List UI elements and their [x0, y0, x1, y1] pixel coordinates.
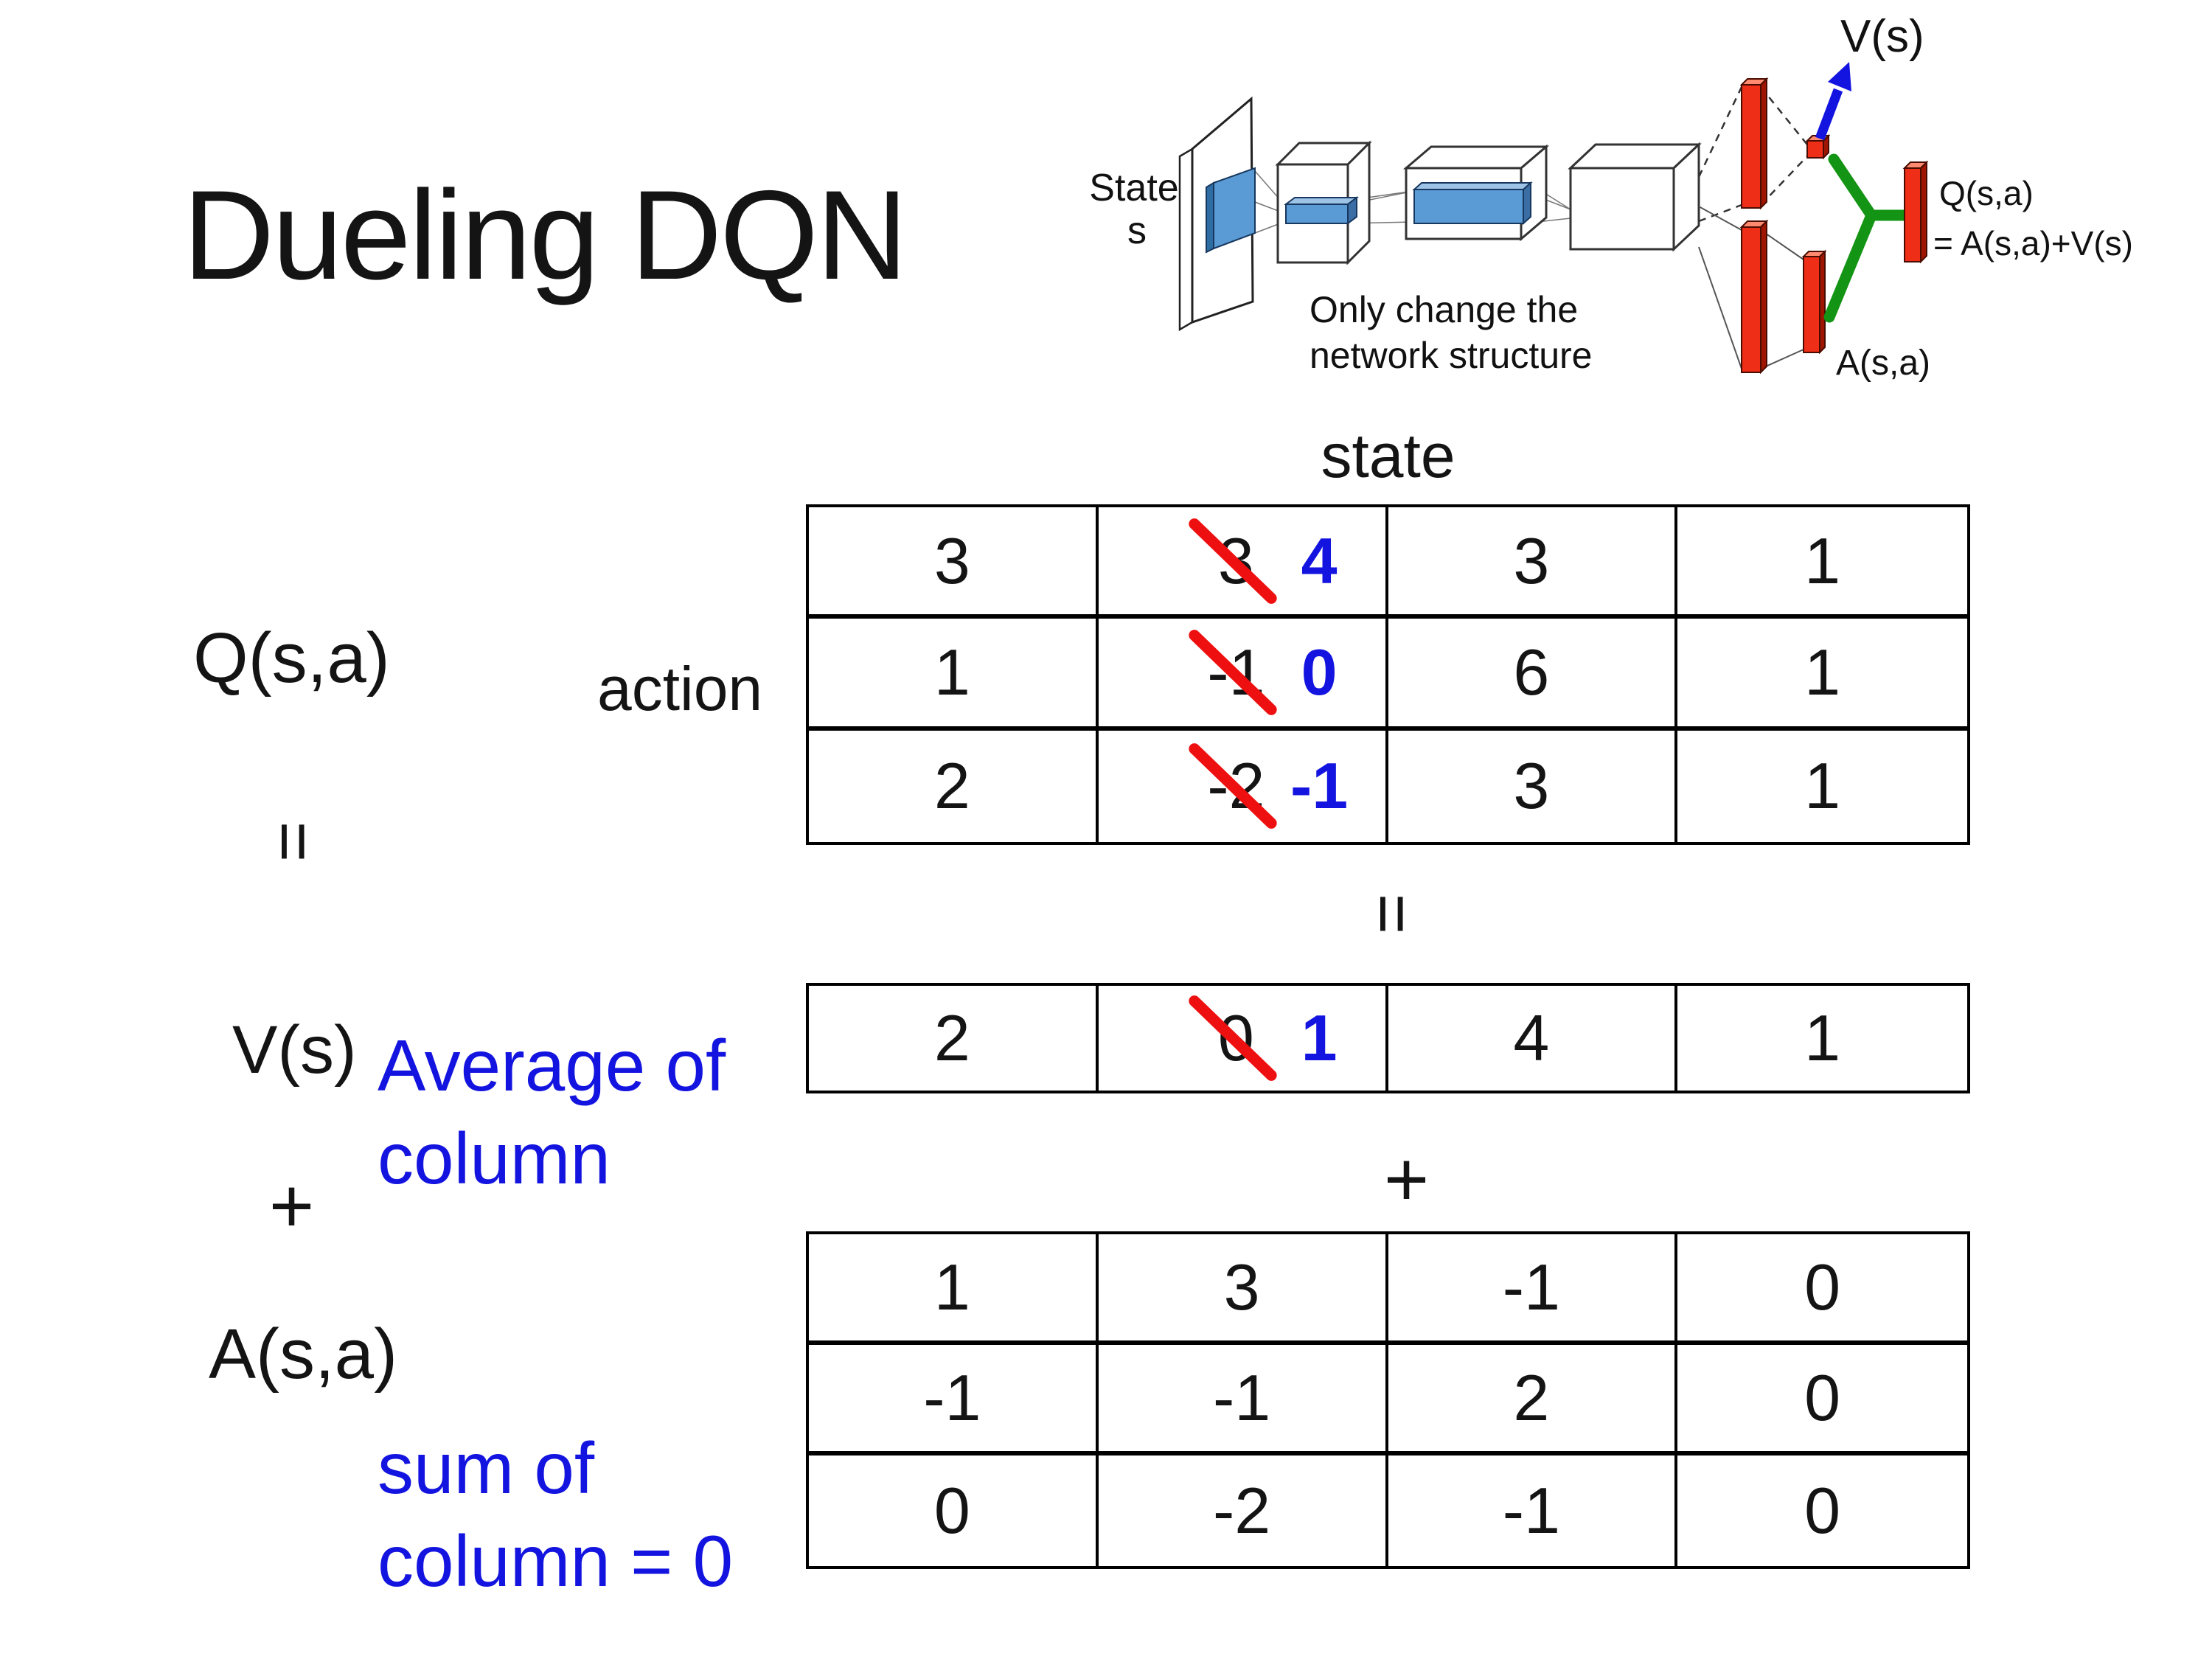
cell-value: 1 — [1804, 635, 1841, 709]
fc-bar-value — [1739, 77, 1769, 210]
a-cell: 3 — [1098, 1234, 1388, 1345]
v-cell: 4 — [1388, 986, 1678, 1091]
cell-value: 0 — [933, 1474, 970, 1547]
v-cell: 1 — [1677, 986, 1967, 1091]
diagram-note-line1: Only change the — [1310, 289, 1578, 330]
cell-value: 1 — [1804, 749, 1841, 823]
a-cell: 0 — [1677, 1455, 1967, 1566]
a-cell: 2 — [1388, 1345, 1678, 1455]
advantage-stream-lines — [1698, 206, 1804, 369]
q-cell: 3 — [1388, 730, 1678, 842]
conv-patch-icon — [1206, 167, 1256, 254]
cell-value: 0 — [1804, 1251, 1841, 1324]
v-cell-corrected: 0 1 — [1099, 986, 1388, 1091]
cell-value: 2 — [933, 749, 970, 823]
feature-bar-2 — [1412, 181, 1533, 226]
a-matrix-label: A(s,a) — [209, 1315, 398, 1394]
average-note-line2: column — [378, 1118, 611, 1200]
q-matrix-label: Q(s,a) — [193, 619, 390, 698]
v-table: 2 0 1 4 1 — [806, 983, 1970, 1093]
v-matrix-label: V(s) — [232, 1012, 357, 1088]
combine-branch — [1823, 153, 1913, 323]
q-cell-corrected: 3 4 — [1098, 507, 1388, 619]
cell-value: -1 — [1213, 1361, 1271, 1434]
cell-value: 0 — [1804, 1361, 1841, 1434]
diagram-a-label: A(s,a) — [1836, 344, 1930, 383]
v-cell: 2 — [809, 986, 1099, 1091]
sum-note-line1: sum of — [378, 1427, 595, 1509]
new-value: -1 — [1290, 749, 1349, 823]
advantage-node-bar — [1801, 249, 1827, 355]
sum-note-line2: column = 0 — [378, 1520, 734, 1602]
cell-value: -1 — [1502, 1251, 1560, 1324]
cell-value: 1 — [933, 635, 970, 709]
q-cell: 2 — [809, 730, 1099, 842]
cell-value: 0 — [1804, 1474, 1841, 1547]
fc-bar-advantage — [1739, 219, 1769, 375]
equals-left-symbol: = — [254, 821, 333, 862]
q-cell: 1 — [1677, 619, 1967, 731]
a-cell: -2 — [1099, 1455, 1388, 1566]
diagram-q-label: Q(s,a) — [1939, 174, 2034, 212]
a-cell: 1 — [809, 1234, 1099, 1345]
average-note-line1: Average of — [378, 1025, 726, 1106]
state-input-sublabel: s — [1127, 209, 1147, 252]
diagram-q-formula: = A(s,a)+V(s) — [1933, 224, 2133, 262]
a-cell: -1 — [1388, 1455, 1678, 1566]
plus-mid-symbol: + — [1383, 1136, 1430, 1222]
value-stream-lines — [1697, 86, 1808, 223]
cell-value: 1 — [1804, 1001, 1841, 1074]
cell-value: -1 — [923, 1361, 981, 1434]
cell-value: 6 — [1513, 635, 1550, 709]
cell-value: 2 — [933, 1001, 970, 1074]
new-value: 4 — [1301, 524, 1338, 597]
a-cell: -1 — [809, 1345, 1099, 1455]
a-cell: 0 — [809, 1455, 1099, 1566]
cell-value: 3 — [933, 524, 970, 597]
a-cell: 0 — [1677, 1234, 1967, 1345]
average-of-column-note: Average of column — [378, 1019, 726, 1206]
diagram-v-label: V(s) — [1840, 11, 1924, 62]
a-cell: -1 — [1388, 1234, 1678, 1345]
value-node — [1805, 133, 1831, 160]
q-cell: 1 — [1677, 507, 1967, 619]
action-axis-label: action — [597, 654, 763, 723]
q-cell: 6 — [1388, 619, 1678, 731]
cell-value: 1 — [1804, 524, 1841, 597]
cell-value: 3 — [1513, 524, 1550, 597]
state-axis-label: state — [1321, 421, 1455, 490]
q-cell: 3 — [1388, 507, 1678, 619]
value-arrow-icon — [1815, 62, 1851, 141]
cell-value: 1 — [933, 1251, 970, 1324]
feature-bar-1 — [1284, 196, 1359, 225]
q-cell-corrected: -2 -1 — [1099, 730, 1388, 842]
cell-value: -2 — [1213, 1474, 1271, 1547]
a-cell: -1 — [1098, 1345, 1388, 1455]
q-cell: 1 — [809, 619, 1099, 731]
new-value: 1 — [1301, 1001, 1338, 1074]
q-output-bar — [1902, 160, 1929, 264]
cell-value: -1 — [1502, 1474, 1560, 1547]
dueling-network-diagram: State s Only change the network structur… — [1089, 11, 2133, 383]
a-cell: 0 — [1677, 1345, 1967, 1455]
q-cell: 3 — [809, 507, 1099, 619]
a-table: 1 3 -1 0 -1 -1 2 0 0 -2 -1 0 — [806, 1231, 1970, 1569]
cell-value: 3 — [1513, 749, 1550, 823]
page-title: Dueling DQN — [183, 164, 908, 306]
plus-left-symbol: + — [268, 1162, 315, 1249]
cell-value: 4 — [1513, 1001, 1550, 1074]
q-cell: 1 — [1677, 731, 1967, 842]
q-table: 3 3 4 3 1 1 -1 0 6 1 2 -2 -1 3 1 — [806, 504, 1970, 845]
sum-of-column-note: sum of column = 0 — [378, 1422, 733, 1608]
state-input-label: State — [1089, 167, 1178, 209]
diagram-note-line2: network structure — [1310, 335, 1592, 376]
cell-value: 2 — [1513, 1361, 1550, 1434]
equals-mid-symbol: = — [1353, 893, 1432, 935]
new-value: 0 — [1301, 635, 1338, 709]
q-cell-corrected: -1 0 — [1098, 619, 1388, 731]
cell-value: 3 — [1223, 1251, 1260, 1324]
feature-box-3 — [1568, 142, 1702, 252]
